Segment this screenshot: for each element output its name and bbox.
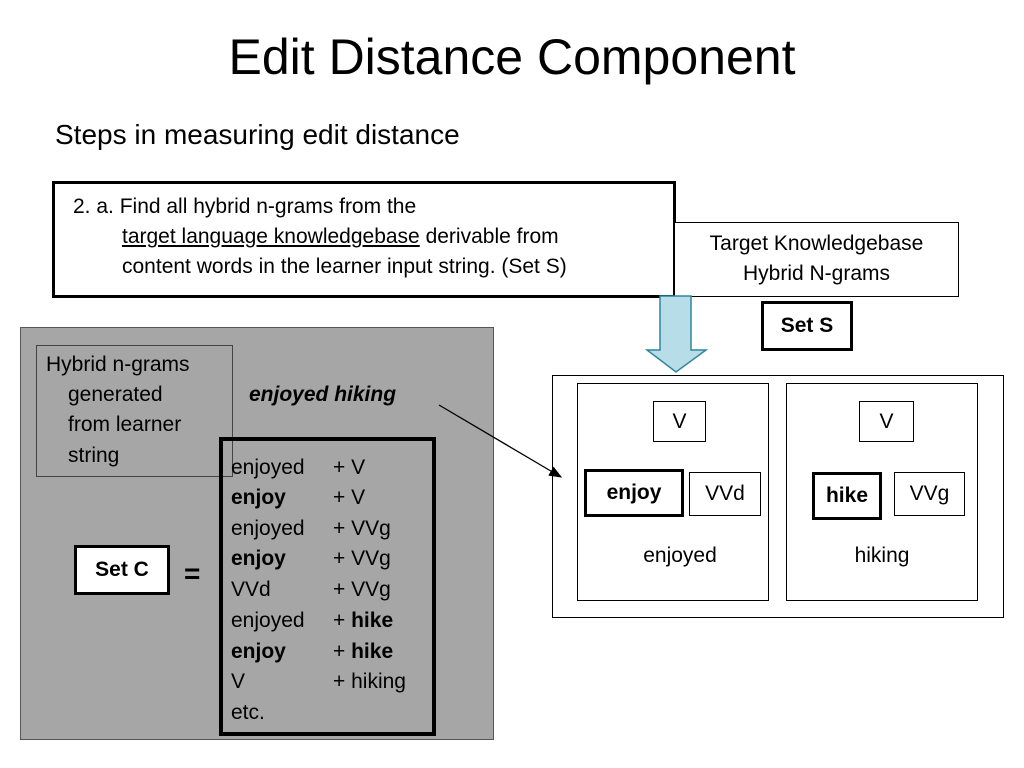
- step-line-2: target language knowledgebase derivable …: [122, 225, 559, 249]
- example-phrase: enjoyed hiking: [249, 383, 397, 406]
- knowledgebase-line-1: Target Knowledgebase: [709, 232, 924, 255]
- ngram-right-bold: hike: [351, 609, 394, 632]
- ngram-right: + VVg: [333, 517, 391, 540]
- learner-ngram-panel: [20, 327, 494, 740]
- ngram-right-prefix: +: [333, 609, 352, 632]
- slide-subtitle: Steps in measuring edit distance: [55, 119, 460, 150]
- ngram-left: etc.: [231, 701, 265, 724]
- set-c-label: Set C: [74, 545, 170, 595]
- ngram-right: + VVg: [333, 547, 391, 570]
- equals-sign: =: [184, 558, 201, 589]
- step-line-2-rest: derivable from: [419, 225, 559, 248]
- hybrid-label-line-1: Hybrid n-grams: [46, 353, 190, 376]
- ngram-right-bold: hike: [351, 640, 394, 663]
- word-card-enjoyed: V enjoy VVd enjoyed: [577, 383, 769, 601]
- hybrid-label-line-3: from learner: [68, 413, 182, 436]
- ngram-right: + V: [333, 486, 366, 509]
- ngram-right: + hiking: [333, 670, 406, 693]
- step-description-box: 2. a. Find all hybrid n-grams from the t…: [52, 181, 676, 298]
- step-line-3: content words in the learner input strin…: [122, 255, 567, 278]
- ngram-left: VVd: [231, 578, 271, 601]
- surface-word: hiking: [854, 544, 910, 567]
- pointer-arrow-icon: [438, 404, 563, 478]
- set-s-label: Set S: [761, 301, 853, 351]
- tag-box: VVg: [894, 472, 965, 516]
- tag-box: VVd: [689, 472, 761, 516]
- pos-box: V: [653, 401, 706, 442]
- ngram-left: enjoy: [231, 486, 286, 509]
- lemma-box: hike: [812, 472, 882, 520]
- ngram-right: + hike: [333, 637, 393, 667]
- target-knowledgebase-box: Target Knowledgebase Hybrid N-grams: [674, 222, 959, 297]
- hybrid-label-line-4: string: [68, 444, 120, 467]
- ngram-right: + VVg: [333, 578, 391, 601]
- word-card-hiking: V hike VVg hiking: [786, 383, 978, 601]
- hybrid-ngrams-label: Hybrid n-grams generated from learner st…: [36, 345, 233, 477]
- surface-word: enjoyed: [643, 544, 717, 567]
- ngram-left: enjoyed: [231, 609, 305, 632]
- lemma-box: enjoy: [584, 469, 684, 517]
- ngram-right-prefix: +: [333, 640, 352, 663]
- ngram-right: + V: [333, 456, 366, 479]
- pos-box: V: [859, 401, 914, 442]
- slide-title: Edit Distance Component: [228, 29, 796, 85]
- word-analysis-panel: V enjoy VVd enjoyed V hike VVg hiking: [552, 375, 1004, 618]
- knowledgebase-line-2: Hybrid N-grams: [742, 262, 891, 285]
- step-line-1: 2. a. Find all hybrid n-grams from the: [73, 195, 417, 218]
- ngram-left: enjoy: [231, 640, 286, 663]
- knowledgebase-link[interactable]: target language knowledgebase: [122, 225, 420, 248]
- ngram-left: enjoyed: [231, 456, 305, 479]
- ngram-list-box: enjoyed + V enjoy + V enjoyed + VVg enjoy + …: [219, 437, 436, 736]
- ngram-left: V: [231, 670, 246, 693]
- ngram-right: + hike: [333, 606, 393, 636]
- ngram-left: enjoyed: [231, 517, 305, 540]
- down-arrow-icon: [644, 295, 709, 373]
- ngram-left: enjoy: [231, 547, 286, 570]
- hybrid-label-line-2: generated: [68, 383, 163, 406]
